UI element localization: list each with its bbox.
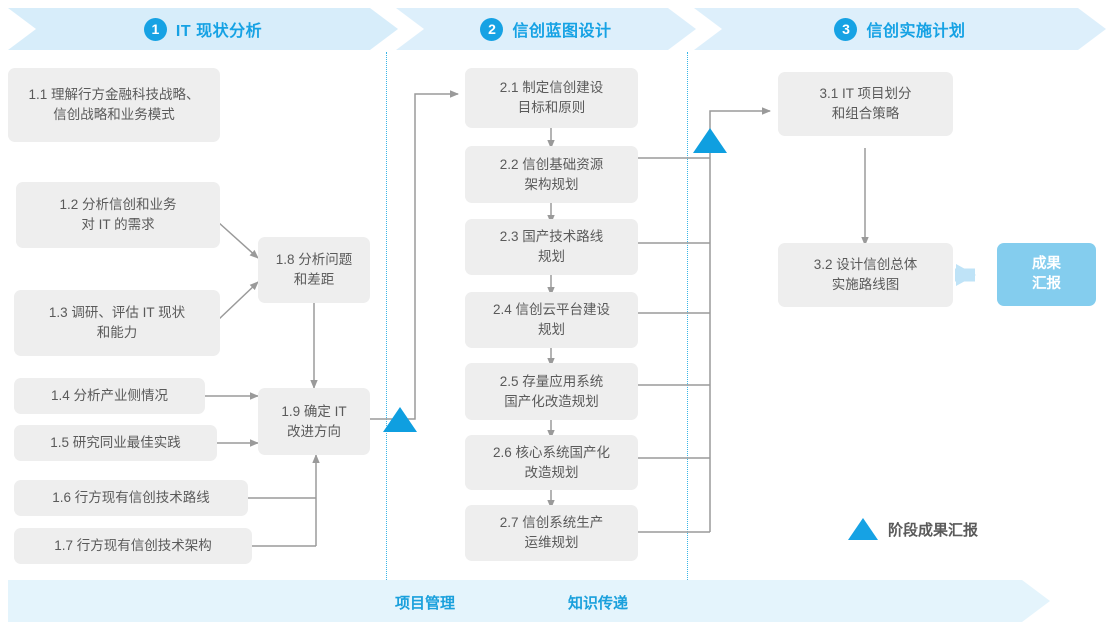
process-box-2-6[interactable]: 2.6 核心系统国产化 改造规划 — [465, 435, 638, 490]
phase-divider-right — [687, 52, 688, 580]
footer-label-knowledge-transfer[interactable]: 知识传递 — [568, 595, 629, 612]
process-box-1-7[interactable]: 1.7 行方现有信创技术架构 — [14, 528, 252, 564]
process-box-1-4[interactable]: 1.4 分析产业侧情况 — [14, 378, 205, 414]
process-box-1-6[interactable]: 1.6 行方现有信创技术路线 — [14, 480, 248, 516]
process-box-1-2[interactable]: 1.2 分析信创和业务 对 IT 的需求 — [16, 182, 220, 248]
phase-divider-left — [386, 52, 387, 580]
process-box-1-5[interactable]: 1.5 研究同业最佳实践 — [14, 425, 217, 461]
phase-segment-2[interactable]: 2 信创蓝图设计 — [396, 8, 696, 50]
phase-number-1: 1 — [143, 17, 167, 41]
process-box-2-4[interactable]: 2.4 信创云平台建设 规划 — [465, 292, 638, 348]
process-box-1-9[interactable]: 1.9 确定 IT 改进方向 — [258, 388, 370, 455]
process-box-2-2[interactable]: 2.2 信创基础资源 架构规划 — [465, 146, 638, 203]
phase-title-3: 信创实施计划 — [866, 23, 966, 40]
process-box-3-2[interactable]: 3.2 设计信创总体 实施路线图 — [778, 243, 953, 307]
result-badge[interactable]: 成果 汇报 — [997, 243, 1096, 306]
footer-band — [8, 580, 1050, 622]
legend-label: 阶段成果汇报 — [888, 521, 979, 539]
process-box-2-1[interactable]: 2.1 制定信创建设 目标和原则 — [465, 68, 638, 128]
process-box-1-1[interactable]: 1.1 理解行方金融科技战略、 信创战略和业务模式 — [8, 68, 220, 142]
phase-number-2: 2 — [480, 17, 504, 41]
phase-segment-3[interactable]: 3 信创实施计划 — [694, 8, 1106, 50]
milestone-triangle-phase2 — [693, 128, 727, 153]
phase-header-band: 1 IT 现状分析 2 信创蓝图设计 3 信创实施计划 — [8, 8, 1106, 50]
process-box-2-5[interactable]: 2.5 存量应用系统 国产化改造规划 — [465, 363, 638, 420]
footer-label-project-management[interactable]: 项目管理 — [395, 595, 456, 612]
milestone-triangle-phase1 — [383, 407, 417, 432]
legend: 阶段成果汇报 — [848, 518, 978, 540]
phase-title-2: 信创蓝图设计 — [512, 23, 612, 40]
phase-number-3: 3 — [834, 17, 858, 41]
process-box-2-3[interactable]: 2.3 国产技术路线 规划 — [465, 219, 638, 275]
triangle-icon — [848, 518, 878, 540]
process-box-1-8[interactable]: 1.8 分析问题 和差距 — [258, 237, 370, 303]
phase-title-1: IT 现状分析 — [175, 23, 263, 40]
process-box-3-1[interactable]: 3.1 IT 项目划分 和组合策略 — [778, 72, 953, 136]
process-box-1-3[interactable]: 1.3 调研、评估 IT 现状 和能力 — [14, 290, 220, 356]
phase-segment-1[interactable]: 1 IT 现状分析 — [8, 8, 398, 50]
process-box-2-7[interactable]: 2.7 信创系统生产 运维规划 — [465, 505, 638, 561]
